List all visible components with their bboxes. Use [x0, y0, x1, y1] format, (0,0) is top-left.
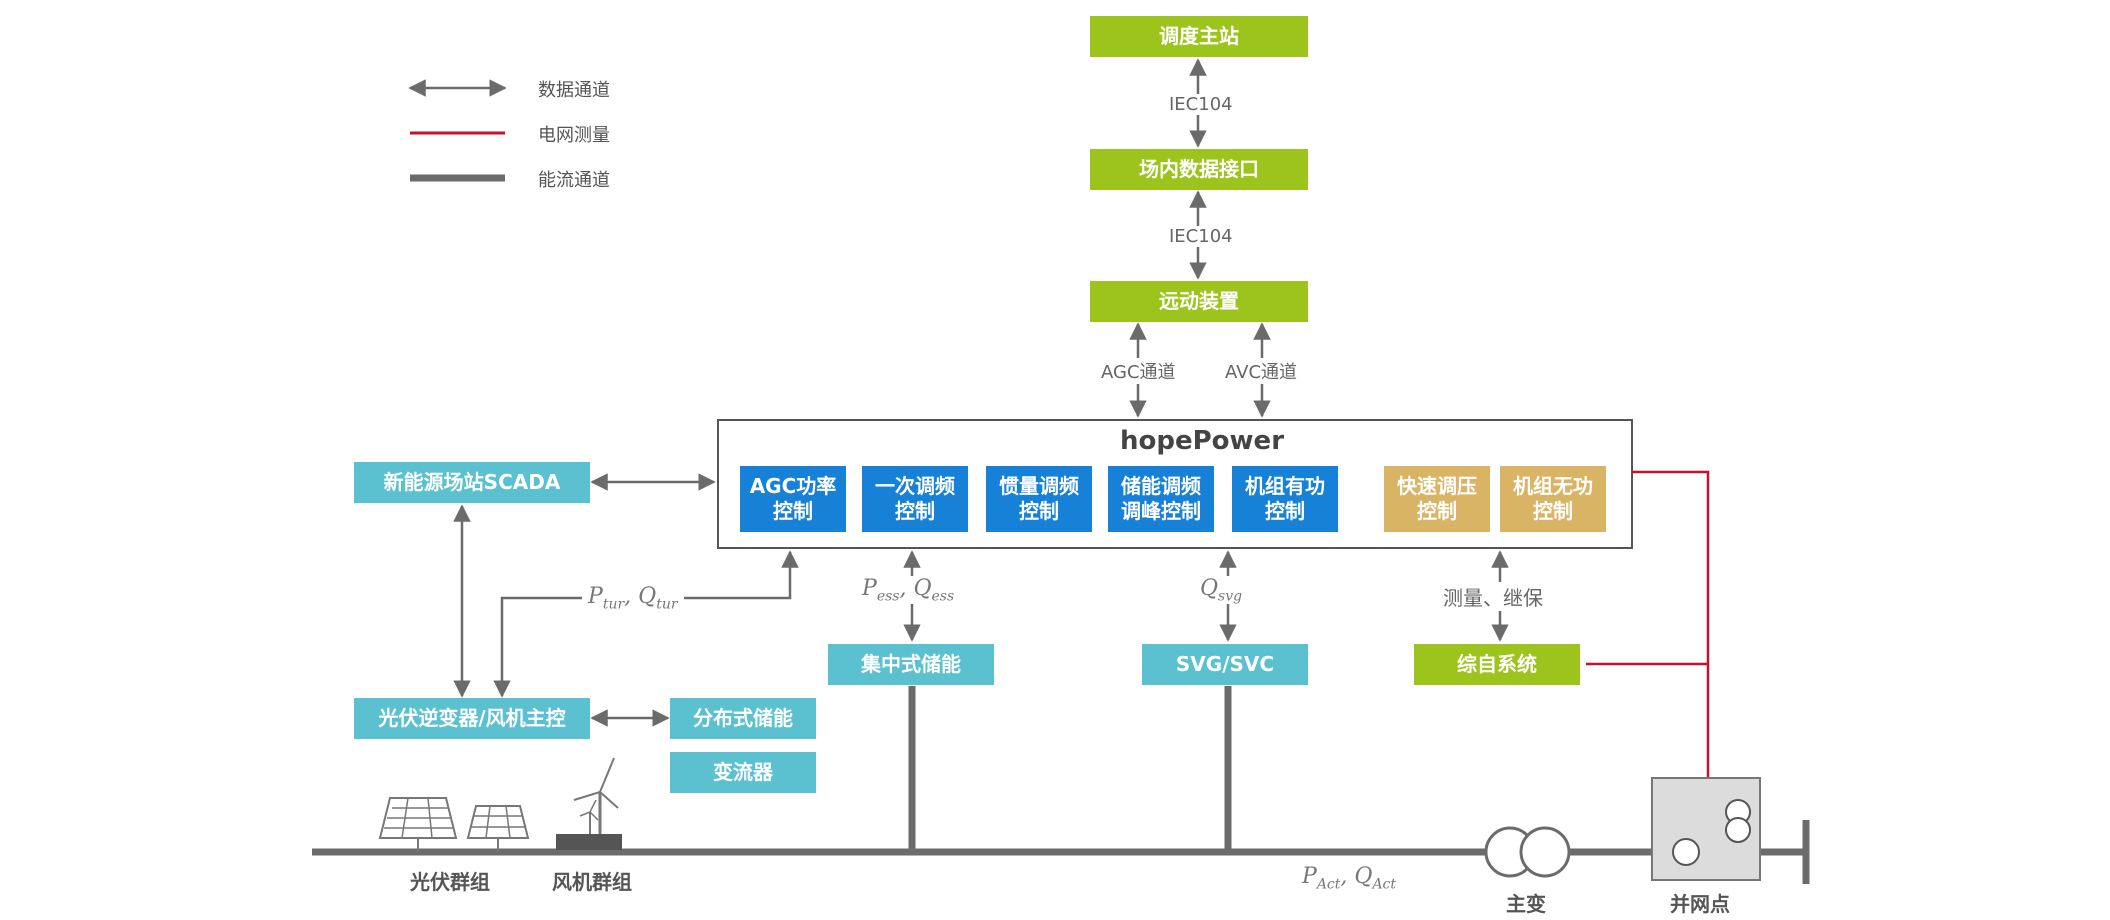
- module-agc-power[interactable]: AGC功率 控制: [740, 466, 846, 532]
- iec104-label-2: IEC104: [1166, 226, 1236, 247]
- module-inertia-freq[interactable]: 惯量调频 控制: [986, 466, 1092, 532]
- central-storage-box[interactable]: 集中式储能: [828, 644, 994, 685]
- hopepower-frame: [717, 419, 1633, 549]
- qsvg-label: Qsvg: [1196, 576, 1247, 605]
- scada-box[interactable]: 新能源场站SCADA: [354, 462, 590, 503]
- agc-channel-label: AGC通道: [1098, 358, 1179, 384]
- red-line-hopepower: [1632, 470, 1710, 780]
- pess-qess-label: Pess, Qess: [858, 576, 959, 605]
- pact-qact-label: PAct, QAct: [1302, 864, 1397, 893]
- module-storage-regulation[interactable]: 储能调频 调峰控制: [1108, 466, 1214, 532]
- integrated-system-box[interactable]: 综自系统: [1414, 644, 1580, 685]
- module-fast-voltage[interactable]: 快速调压 控制: [1384, 466, 1490, 532]
- avc-channel-label: AVC通道: [1222, 358, 1301, 384]
- wind-group-label: 风机群组: [552, 870, 632, 894]
- rtu-box[interactable]: 远动装置: [1090, 281, 1308, 322]
- iec104-label-1: IEC104: [1166, 94, 1236, 115]
- legend-label-energy: 能流通道: [538, 170, 610, 191]
- module-unit-reactive[interactable]: 机组无功 控制: [1500, 466, 1606, 532]
- legend-label-data: 数据通道: [538, 80, 610, 101]
- measure-protection-label: 测量、继保: [1440, 582, 1546, 611]
- distributed-storage-box[interactable]: 分布式储能: [670, 698, 816, 739]
- svg-svc-box[interactable]: SVG/SVC: [1142, 644, 1308, 685]
- legend-label-grid: 电网测量: [538, 125, 610, 146]
- ptur-qtur-label: Ptur, Qtur: [582, 584, 684, 613]
- grid-point-icon: [1651, 777, 1761, 881]
- transformer-icon: [1484, 826, 1571, 878]
- inverter-box[interactable]: 光伏逆变器/风机主控: [354, 698, 590, 739]
- pv-group-label: 光伏群组: [410, 870, 490, 894]
- arrow-ptur-path: [493, 550, 799, 698]
- converter-box[interactable]: 变流器: [670, 752, 816, 793]
- hopepower-title: hopePower: [1120, 426, 1285, 456]
- module-unit-active[interactable]: 机组有功 控制: [1232, 466, 1338, 532]
- dispatch-center-box[interactable]: 调度主站: [1090, 16, 1308, 57]
- solar-panel-icon: [378, 797, 458, 852]
- wind-turbine-icon: [556, 757, 622, 850]
- grid-point-label: 并网点: [1670, 892, 1730, 916]
- solar-panel-icon: [466, 805, 530, 852]
- main-transformer-label: 主变: [1506, 892, 1546, 916]
- module-primary-freq[interactable]: 一次调频 控制: [862, 466, 968, 532]
- station-interface-box[interactable]: 场内数据接口: [1090, 149, 1308, 190]
